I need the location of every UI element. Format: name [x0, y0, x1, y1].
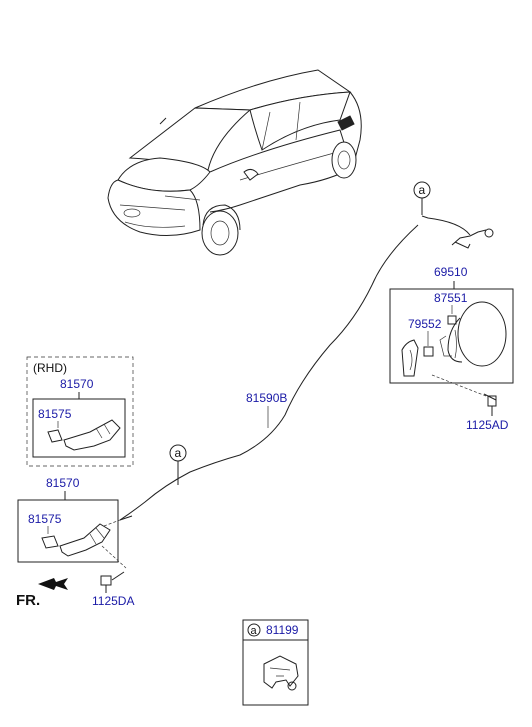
clip-group: a 81199 [242, 619, 309, 706]
callout-a-clip [247, 623, 261, 637]
part-1125ad-label: 1125AD [466, 418, 509, 432]
part-69510-label: 69510 [434, 265, 468, 279]
lever-handle [41, 535, 59, 549]
rhd-lever-box [32, 398, 126, 458]
rhd-handle [47, 429, 63, 443]
fuel-door-flap [401, 339, 419, 377]
rhd-dashed-box [26, 356, 134, 467]
lever-body [59, 523, 111, 557]
part-79552-label: 79552 [408, 317, 442, 331]
front-direction-label: FR. [16, 592, 40, 609]
lever-box [17, 499, 119, 563]
rhd-group: (RHD) 81570 81575 [26, 356, 134, 467]
rhd-lever [63, 419, 121, 451]
cable-clip [263, 655, 299, 689]
part-1125da-label: 1125DA [92, 594, 134, 608]
callout-a-top-label: a [419, 183, 426, 197]
callout-a-clip-label: a [251, 625, 258, 637]
part-81570-rhd-label: 81570 [60, 377, 94, 391]
fuel-filler-cable [119, 224, 419, 521]
rhd-label: (RHD) [33, 361, 67, 375]
part-81199-label: 81199 [266, 623, 299, 637]
clip-box [242, 619, 309, 706]
lever-group: 81570 81575 1125DA FR. [16, 476, 134, 609]
fuel-door-box [389, 288, 514, 384]
fuel-door-cover [457, 301, 507, 367]
part-81590b-label: 81590B [246, 391, 287, 405]
part-87551-label: 87551 [434, 291, 468, 305]
bolt-1125da [100, 575, 112, 586]
fuel-door-bumper-small [447, 315, 457, 325]
cable-group: 81590B a [119, 224, 419, 521]
part-81575-label: 81575 [28, 512, 62, 526]
front-arrow-icon [38, 578, 68, 590]
bumper-part [423, 346, 434, 357]
part-81570-label: 81570 [46, 476, 80, 490]
callout-a-lower-label: a [175, 446, 182, 460]
fuel-door-group: a 69510 87551 79552 1125AD [389, 181, 514, 432]
car-illustration [107, 69, 362, 256]
part-81575-rhd-label: 81575 [38, 407, 72, 421]
